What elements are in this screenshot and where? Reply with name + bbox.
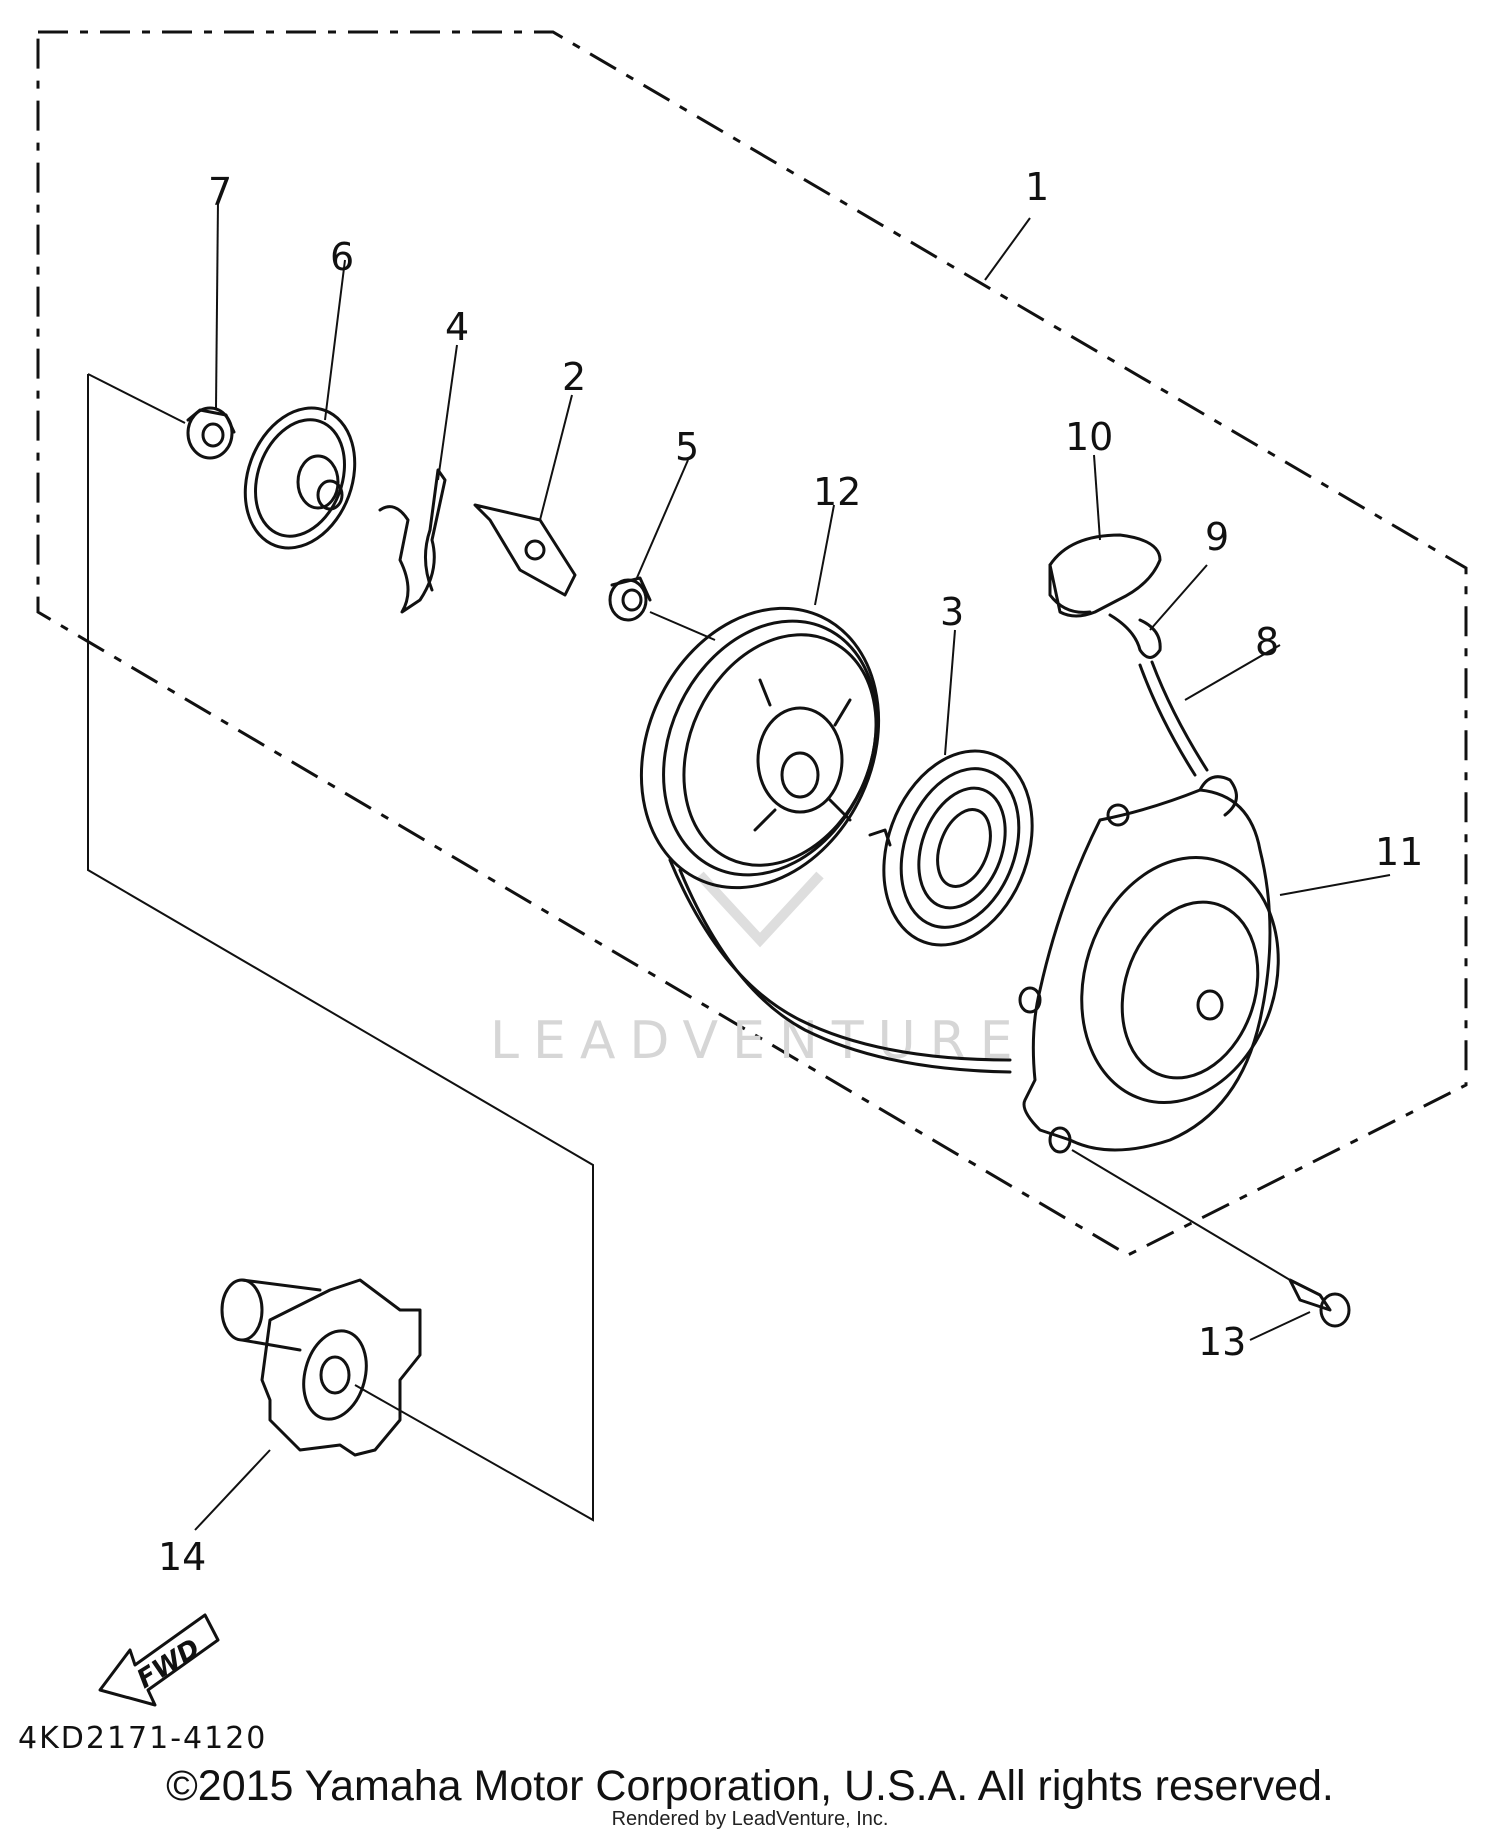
watermark: LEADVENTURE	[490, 871, 1027, 1071]
part-3-recoil-spring	[868, 749, 1034, 947]
sub-assembly-boundary	[87, 373, 186, 424]
callout-8: 8	[1255, 620, 1279, 664]
callout-14: 14	[158, 1535, 206, 1579]
callout-6: 6	[330, 235, 354, 279]
copyright-notice: ©2015 Yamaha Motor Corporation, U.S.A. A…	[166, 1762, 1334, 1810]
callout-10: 10	[1065, 415, 1113, 459]
callout-1: 1	[1025, 165, 1049, 209]
part-14-starter-cup	[220, 1278, 422, 1457]
callout-2: 2	[562, 355, 586, 399]
part-11-housing	[1018, 775, 1280, 1154]
callout-7: 7	[208, 170, 232, 214]
fwd-arrow: FWD	[98, 1613, 220, 1707]
callout-4: 4	[445, 305, 469, 349]
part-9-grommet	[1108, 613, 1162, 659]
part-7-nut	[186, 406, 236, 460]
callout-13: 13	[1198, 1320, 1246, 1364]
part-4-spring	[378, 468, 447, 614]
watermark-text: LEADVENTURE	[490, 1011, 1027, 1071]
callout-11: 11	[1375, 830, 1423, 874]
part-6-plate	[243, 406, 357, 550]
rendered-by-credit: Rendered by LeadVenture, Inc.	[611, 1808, 889, 1830]
part-8-rope	[1138, 660, 1209, 777]
callout-9: 9	[1205, 515, 1229, 559]
part-12-pulley	[639, 606, 1012, 1074]
callout-5: 5	[675, 425, 699, 469]
assembly-boundary	[36, 30, 1468, 1257]
part-10-handle	[1048, 533, 1162, 618]
callout-12: 12	[813, 470, 861, 514]
part-13-bolt	[1071, 1149, 1351, 1328]
callout-3: 3	[940, 590, 964, 634]
reference-code: 4KD2171-4120	[18, 1721, 267, 1756]
part-5-spring	[608, 576, 652, 622]
